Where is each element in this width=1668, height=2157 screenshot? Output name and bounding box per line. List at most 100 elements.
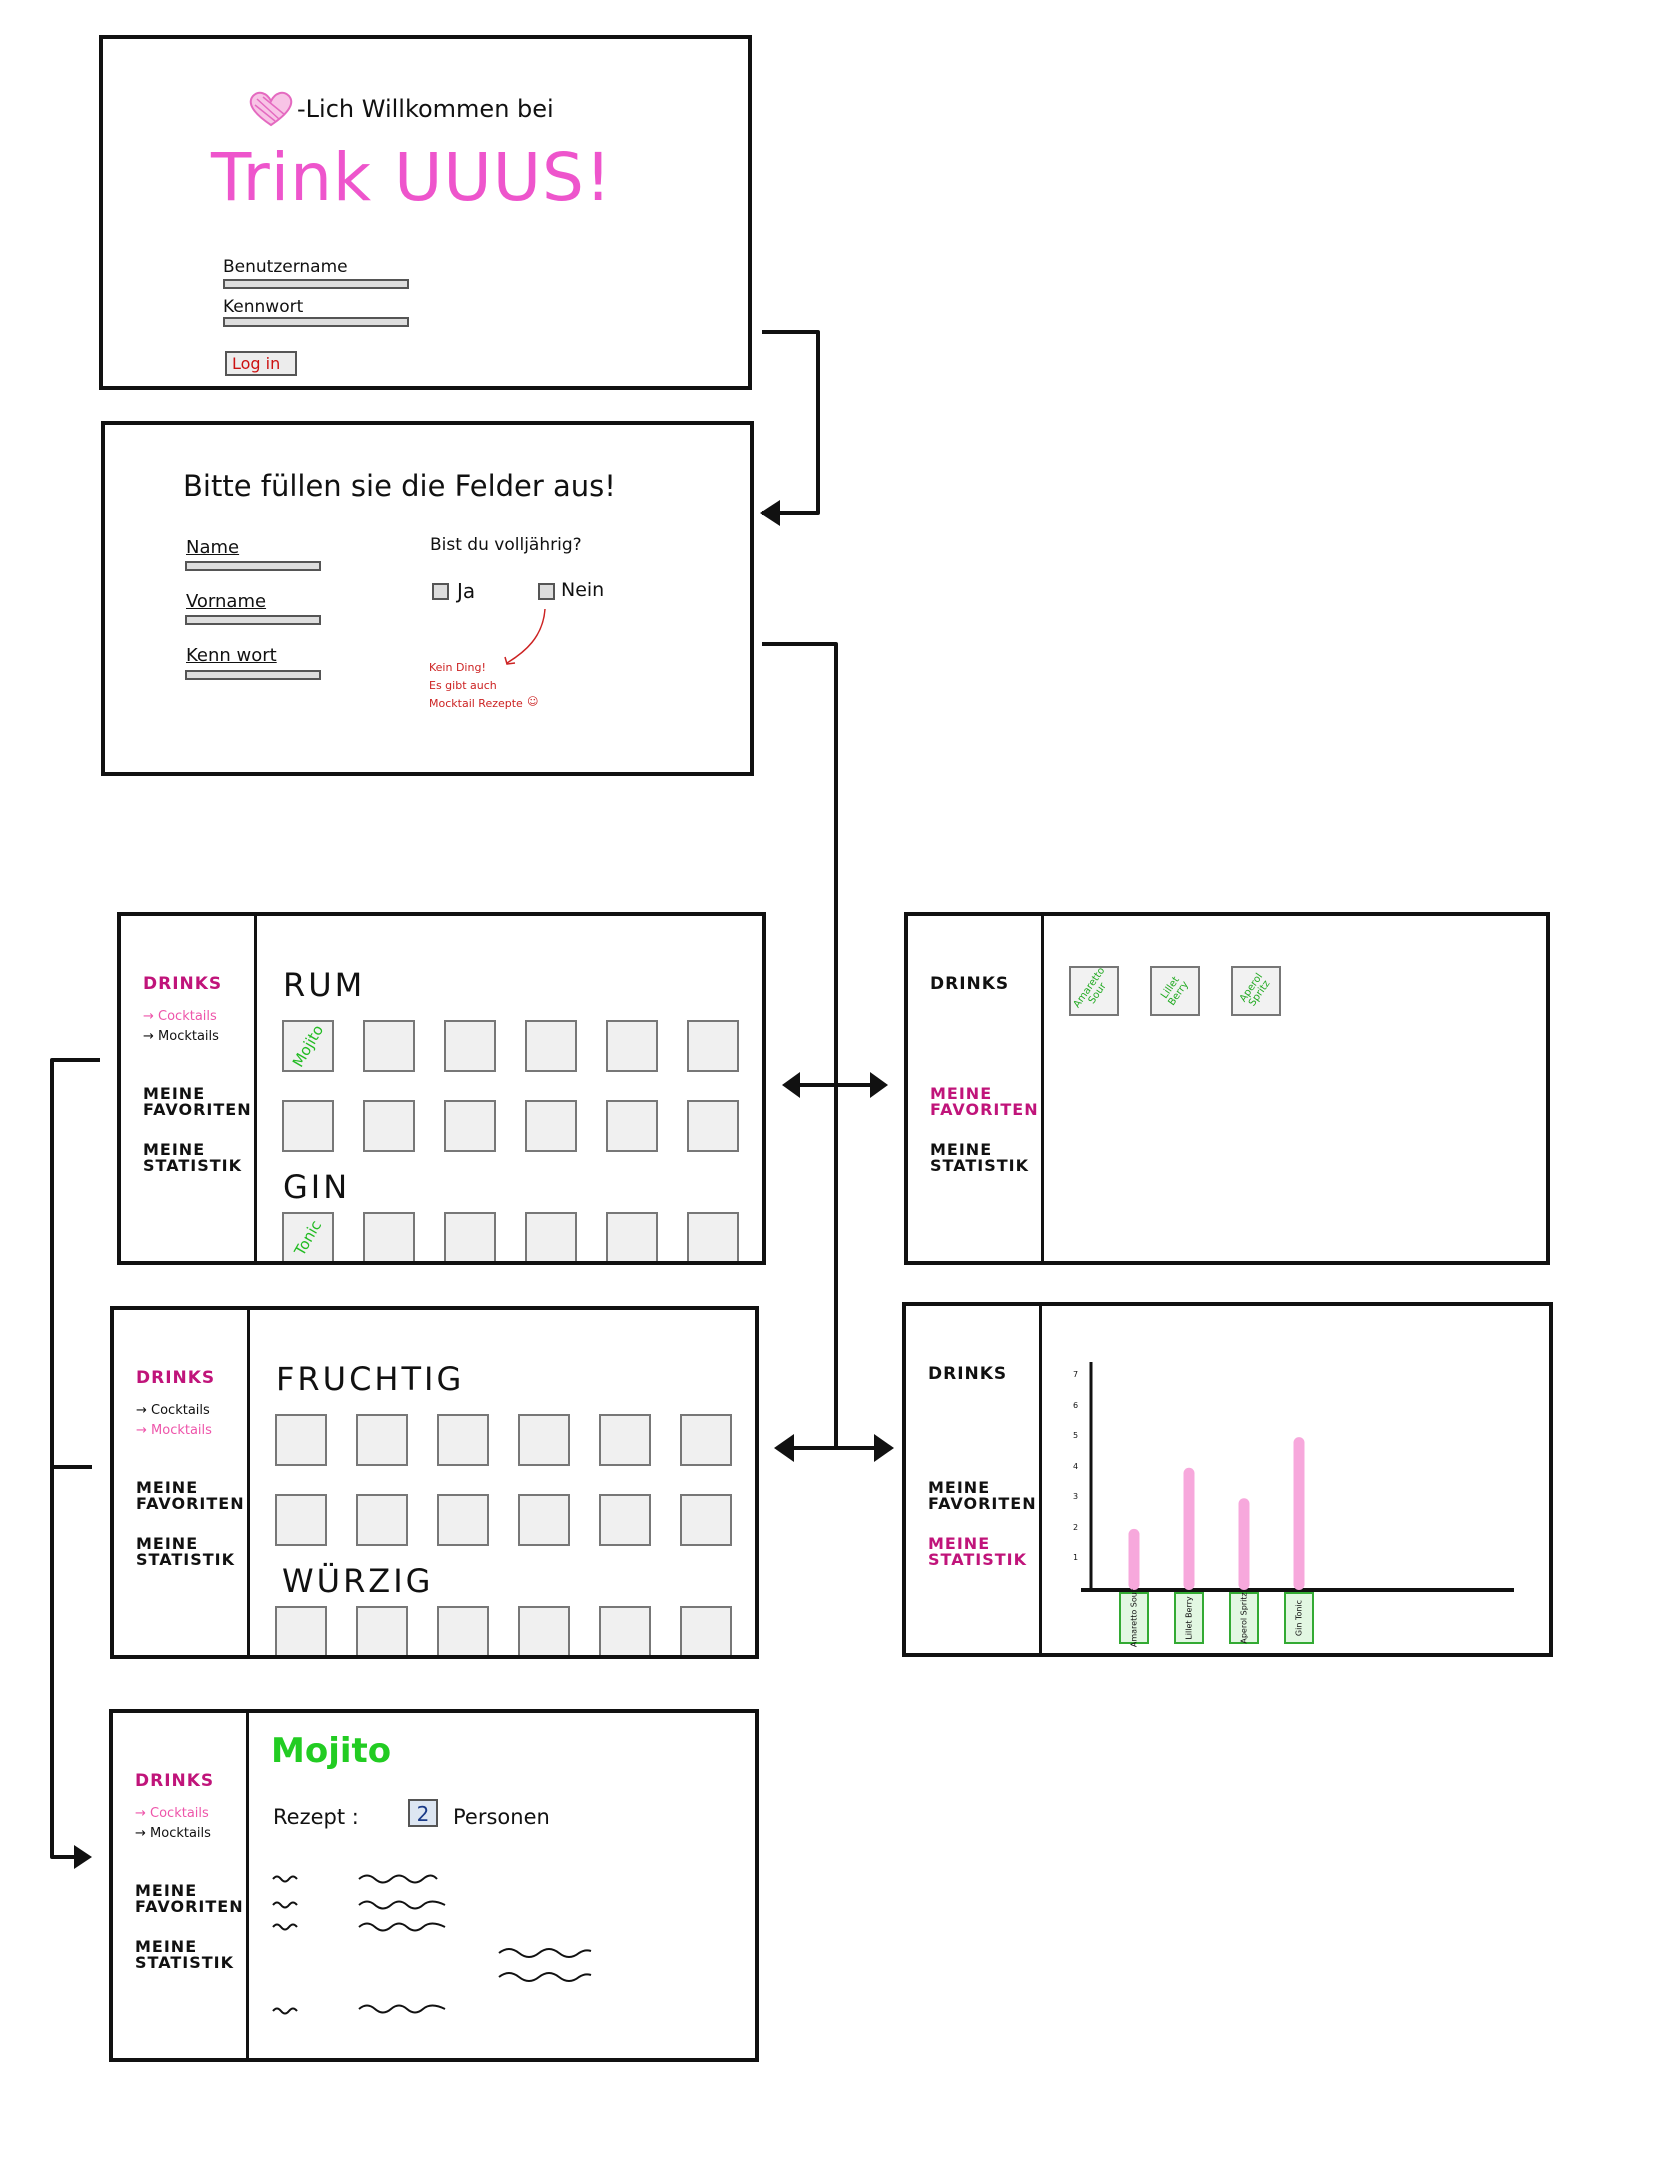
nav-mocktails[interactable]: → Mocktails — [135, 1826, 211, 1841]
chart-bar — [1128, 1528, 1140, 1590]
x-category-label: Lillet Berry — [1174, 1592, 1204, 1644]
firstname-field[interactable] — [185, 615, 321, 625]
section-rum: RUM — [283, 966, 366, 1004]
signup-screen: Bitte füllen sie die Felder aus! Name Vo… — [101, 421, 754, 776]
y-tick-label: 1 — [1073, 1553, 1079, 1563]
drink-tile[interactable] — [356, 1414, 408, 1466]
nav-drinks[interactable]: DRINKS — [143, 974, 223, 994]
y-tick-label: 3 — [1073, 1492, 1079, 1502]
drink-tile[interactable] — [275, 1606, 327, 1655]
recipe-label: Rezept : — [273, 1805, 359, 1829]
arrowhead-row1-right — [870, 1072, 888, 1098]
drink-tile-mojito[interactable]: Mojito — [282, 1020, 334, 1072]
drink-tile[interactable] — [606, 1020, 658, 1072]
drink-tile[interactable] — [680, 1606, 732, 1655]
favorite-tile[interactable]: Lillet Berry — [1150, 966, 1200, 1016]
drink-tile[interactable] — [444, 1100, 496, 1152]
login-screen: -Lich Willkommen bei Trink UUUS! Benutze… — [99, 35, 752, 390]
login-button[interactable]: Log in — [225, 351, 297, 376]
drink-tile[interactable] — [275, 1414, 327, 1466]
servings-label: Personen — [453, 1805, 550, 1829]
nav-drinks[interactable]: DRINKS — [135, 1771, 215, 1791]
arrowhead-row2-left — [774, 1434, 794, 1462]
drink-tile[interactable] — [518, 1414, 570, 1466]
drink-tile[interactable] — [356, 1606, 408, 1655]
drink-tile[interactable] — [599, 1414, 651, 1466]
drink-tile[interactable] — [680, 1414, 732, 1466]
x-category-label: Gin Tonic — [1284, 1592, 1314, 1644]
drink-tile[interactable] — [363, 1212, 415, 1261]
drink-tile[interactable] — [363, 1100, 415, 1152]
drink-tile[interactable] — [687, 1020, 739, 1072]
drink-tile[interactable] — [275, 1494, 327, 1546]
nav-drinks[interactable]: DRINKS — [930, 974, 1010, 994]
drink-tile[interactable] — [680, 1494, 732, 1546]
drink-tile[interactable] — [525, 1212, 577, 1261]
name-field[interactable] — [185, 561, 321, 571]
drink-tile[interactable] — [606, 1100, 658, 1152]
drink-tile[interactable] — [282, 1100, 334, 1152]
favorite-tile[interactable]: Amaretto Sour — [1069, 966, 1119, 1016]
password-field[interactable] — [223, 317, 409, 327]
nav-drinks[interactable]: DRINKS — [928, 1364, 1008, 1384]
note-line-1: Kein Ding! — [429, 661, 486, 674]
drink-tile[interactable] — [437, 1414, 489, 1466]
drink-tile[interactable] — [606, 1212, 658, 1261]
username-label: Benutzername — [223, 257, 348, 277]
connector-signup-trunk — [762, 642, 838, 1448]
drink-tile[interactable] — [599, 1606, 651, 1655]
drink-tile[interactable] — [687, 1100, 739, 1152]
nav-cocktails[interactable]: → Cocktails — [135, 1806, 209, 1821]
drink-tile[interactable] — [363, 1020, 415, 1072]
drink-tile[interactable] — [444, 1212, 496, 1261]
chart-bar — [1238, 1498, 1250, 1590]
yes-label: Ja — [457, 579, 476, 603]
arrowhead-row2-right — [874, 1434, 894, 1462]
y-tick-label: 4 — [1073, 1461, 1079, 1471]
drink-tile[interactable] — [437, 1606, 489, 1655]
servings-input[interactable]: 2 — [408, 1799, 438, 1827]
note-line-2: Es gibt auch — [429, 679, 497, 692]
nav-mocktails[interactable]: → Mocktails — [143, 1029, 219, 1044]
nav-mocktails[interactable]: → Mocktails — [136, 1423, 212, 1438]
drink-tile[interactable] — [444, 1020, 496, 1072]
signup-password-field[interactable] — [185, 670, 321, 680]
drink-tile[interactable] — [525, 1020, 577, 1072]
no-checkbox[interactable] — [538, 583, 555, 600]
nav-cocktails[interactable]: → Cocktails — [143, 1009, 217, 1024]
nav-cocktails[interactable]: → Cocktails — [136, 1403, 210, 1418]
no-label: Nein — [561, 579, 605, 601]
greeting-text: -Lich Willkommen bei — [297, 95, 554, 123]
drink-tile[interactable] — [687, 1212, 739, 1261]
drink-tile[interactable] — [525, 1100, 577, 1152]
yes-checkbox[interactable] — [432, 583, 449, 600]
drink-tile[interactable] — [599, 1494, 651, 1546]
drink-tile[interactable] — [518, 1606, 570, 1655]
drink-tile[interactable] — [356, 1494, 408, 1546]
username-field[interactable] — [223, 279, 409, 289]
drink-tile[interactable] — [518, 1494, 570, 1546]
section-fruity: FRUCHTIG — [276, 1360, 465, 1398]
adult-question: Bist du volljährig? — [430, 535, 582, 555]
favorite-tile[interactable]: Aperol Spritz — [1231, 966, 1281, 1016]
nav-drinks[interactable]: DRINKS — [136, 1368, 216, 1388]
drink-tile-tonic[interactable]: Tonic — [282, 1212, 334, 1261]
chart-bar — [1293, 1437, 1305, 1590]
drink-tile[interactable] — [437, 1494, 489, 1546]
x-category-label: Aperol Spritz — [1229, 1592, 1259, 1644]
